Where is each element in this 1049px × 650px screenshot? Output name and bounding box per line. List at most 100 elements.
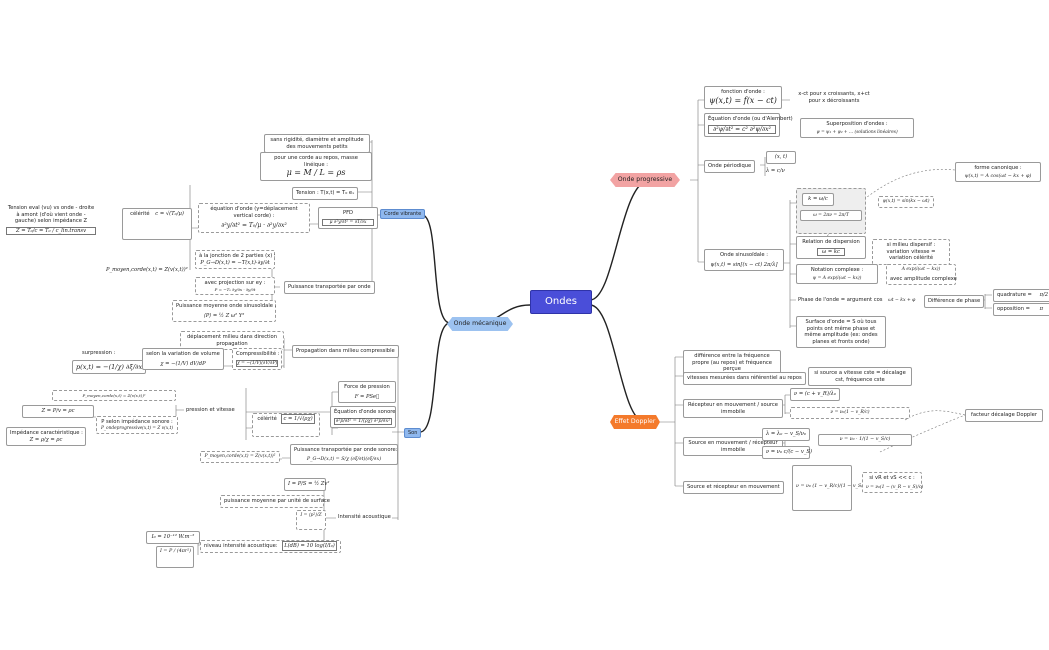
formula: ψ(x,t) = A cos(ωt − kx + φ) <box>964 173 1032 179</box>
label: pour une corde au repos, masse linéique … <box>274 155 358 168</box>
node-intensite-acoustique: Intensité acoustique <box>338 514 391 520</box>
formula: ωt − kx + φ <box>888 298 916 303</box>
node-dispersion: Relation de dispersion ω = kc <box>796 236 866 259</box>
value: π/2 <box>1039 292 1049 298</box>
node-vitesses-mesurees: vitesses mesurées dans référentiel au re… <box>683 372 806 385</box>
node-tension: Tension : T(x,t) = T₀ eₓ <box>292 187 358 200</box>
label: célérité <box>257 416 277 422</box>
label: célérité <box>130 211 150 217</box>
label: Relation de dispersion <box>802 239 860 245</box>
label: Force de pression <box>344 384 390 390</box>
node-difference-phase: Différence de phase <box>924 295 985 308</box>
node-p-selon-impedance: P selon impédance sonore : P_ondeprogres… <box>96 416 178 434</box>
formula: L(dB) = 10 log(I/I₀) <box>282 541 337 551</box>
formula: χ = −(1/V)(∂V/∂P) <box>236 359 278 368</box>
formula: F = PSe⃗ <box>354 393 380 400</box>
label: si vR et vS << c : <box>869 475 915 481</box>
node-rec-formula-2: ν = ν₀(1 − v_R/c) <box>790 407 910 419</box>
node-quadrature: quadrature = π/2 <box>993 289 1049 302</box>
node-phase: Phase de l'onde = argument cos ωt − kx +… <box>798 297 915 304</box>
label: Compressibilité : <box>236 351 280 357</box>
node-impedance: Impédance caractéristique : Z = ρ/χ = ρc <box>6 427 86 446</box>
k-formula: k = ω/c <box>802 193 834 206</box>
node-puissance-surface: puissance moyenne par unité de surface <box>220 495 330 508</box>
formula: μ ∂²y/∂t² = ∂T/∂x <box>322 218 374 227</box>
node-force-pression: Force de pression F = PSe⃗ <box>338 381 396 403</box>
omega-formula: ω = 2πν = 2π/T <box>800 209 862 222</box>
label: Tension eval (vu) vs onde - droite à amo… <box>7 205 95 224</box>
node-jonction: à la jonction de 2 parties (x) : P_G→D(x… <box>195 250 276 269</box>
node-equation-onde-sonore: Équation d'onde sonore ∂²p/∂t² = 1/(ρχ) … <box>330 406 396 429</box>
branch-onde-mecanique[interactable]: Onde mécanique <box>447 317 513 331</box>
node-amplitude-complexe: A exp(i(ωt − kx)) avec amplitude complex… <box>886 264 957 286</box>
label: équation d'onde (y=déplacement vertical … <box>210 206 298 219</box>
node-i0: I₀ = 10⁻¹² W.m⁻² <box>146 531 200 544</box>
branch-onde-progressive[interactable]: Onde progressive <box>610 173 680 187</box>
node-sens: x-ct pour x croissants, x+ct pour x décr… <box>798 91 870 104</box>
formula: μ = M / L = ρs <box>286 168 346 177</box>
label: P selon impédance sonore : <box>101 419 173 425</box>
node-compressibilite: Compressibilité : χ = −(1/V)(∂V/∂P) <box>232 348 282 371</box>
formula: ψ(x,t) = sin[(x − ct) 2π/λ] <box>710 261 778 268</box>
formula: ν = ν₀(1 − (v_R − v_S)/c) <box>866 484 924 490</box>
node-corde-vibrante[interactable]: Corde vibrante <box>380 209 426 219</box>
node-difference-frequence: différence entre la fréquence propre (au… <box>683 350 781 376</box>
node-src-formula-1: λ = λ₀ − v_S/ν₀ <box>762 428 810 441</box>
label: Superposition d'ondes : <box>826 121 888 127</box>
node-per-1: (x, t) <box>766 151 796 164</box>
node-k-omega: k = ω/c ω = 2πν = 2π/T <box>796 188 866 234</box>
root-node[interactable]: Ondes <box>530 290 592 314</box>
label: opposition = <box>997 306 1031 312</box>
node-puissance-sonore: Puissance transportée par onde sonore: P… <box>290 444 398 466</box>
formula: P_G→D(x,t) = S/χ (∂ξ/∂t)(∂ξ/∂x) <box>306 456 382 462</box>
formula: ψ = ψ₁ + ψ₂ + … (solutions linéaires) <box>816 129 898 135</box>
node-intensite-1: I = P/S = ½ Zv² <box>284 478 329 491</box>
node-src-formula-2: ν = ν₀ c/(c − v_S) <box>762 446 812 459</box>
label: selon la variation de volume <box>146 351 220 357</box>
node-facteur-doppler: facteur décalage Doppler <box>965 409 1043 422</box>
formula: Z = ρ/χ = ρc <box>29 436 63 443</box>
formula: ∂²ψ/∂t² = c² ∂²ψ/∂x² <box>708 124 776 134</box>
formula: ∂²y/∂t² = T₀/μ · ∂²y/∂x² <box>221 222 287 229</box>
value: π <box>1039 306 1044 312</box>
node-dalembert: Équation d'onde (ou d'Alembert) ∂²ψ/∂t² … <box>704 113 793 137</box>
node-psi-sin: ψ(x,t) = sin(kx − ωt) <box>878 196 934 208</box>
label: Phase de l'onde = argument cos <box>798 297 883 303</box>
node-puissance-transportee: Puissance transportée par onde <box>284 281 375 294</box>
label: niveau intensité acoustique: <box>204 543 278 549</box>
node-tension-eval: Tension eval (vu) vs onde - droite à amo… <box>6 205 96 235</box>
node-equation-onde-corde: équation d'onde (y=déplacement vertical … <box>198 203 310 233</box>
node-p-moyen-corde: P_moyen,corde(x,t) = Z(v(x,t))² <box>106 267 188 273</box>
node-celerite-corde: célérité c = √(T₀/μ) <box>122 208 192 240</box>
node-dispersif: si milieu dispersif : variation vitesse … <box>872 239 950 265</box>
formula: c = 1/√(ρχ) <box>281 414 315 424</box>
node-opposition: opposition = π <box>993 303 1049 316</box>
node-projection: avec projection sur ey : P = −T₀ ∂y/∂x ·… <box>195 277 275 295</box>
node-fonction-onde: fonction d'onde : ψ(x,t) = f(x − ct) <box>704 86 782 109</box>
node-superposition: Superposition d'ondes : ψ = ψ₁ + ψ₂ + … … <box>800 118 914 138</box>
node-intensite-2: I = ⟨p²⟩/Z <box>296 510 326 530</box>
node-pression-vitesse: pression et vitesse <box>186 407 235 413</box>
node-source-recepteur: Source et récepteur en mouvement <box>683 481 784 494</box>
node-per-2: λ = c/ν <box>766 168 785 174</box>
node-recepteur-mouvement: Récepteur en mouvement / source immobile <box>683 399 783 418</box>
formula: P_ondeprogressive(x,t) = Z v(x,t) <box>100 425 174 431</box>
node-hypotheses: sans rigidité, diamètre et amplitude des… <box>264 134 370 153</box>
node-z-formula: Z = P/v = ρc <box>22 405 94 418</box>
branch-effet-doppler[interactable]: Effet Doppler <box>610 415 660 429</box>
label: Onde sinusoïdale : <box>719 252 769 258</box>
node-celerite-son: célérité c = 1/√(ρχ) <box>252 413 320 437</box>
node-src-formula-3: ν = ν₀ · 1/(1 − v_S/c) <box>818 434 912 446</box>
label: Puissance transportée par onde sonore: <box>294 447 398 453</box>
label: Équation d'onde sonore <box>334 409 396 415</box>
node-si-source: si source a vitesse cste = décalage cst,… <box>808 367 912 386</box>
formula: A exp(i(ωt − kx)) <box>901 267 941 272</box>
label: quadrature = <box>997 292 1032 298</box>
node-onde-sinusoidale: Onde sinusoïdale : ψ(x,t) = sin[(x − ct)… <box>704 249 784 271</box>
node-rec-formula-1: ν = (c + v_R)/λ₀ <box>790 388 840 401</box>
node-niveau: niveau intensité acoustique: L(dB) = 10 … <box>200 540 341 553</box>
label: PFD <box>342 210 354 216</box>
node-onde-periodique: Onde périodique <box>704 160 756 173</box>
node-son[interactable]: Son <box>404 428 422 438</box>
label: Impédance caractéristique : <box>10 430 83 436</box>
